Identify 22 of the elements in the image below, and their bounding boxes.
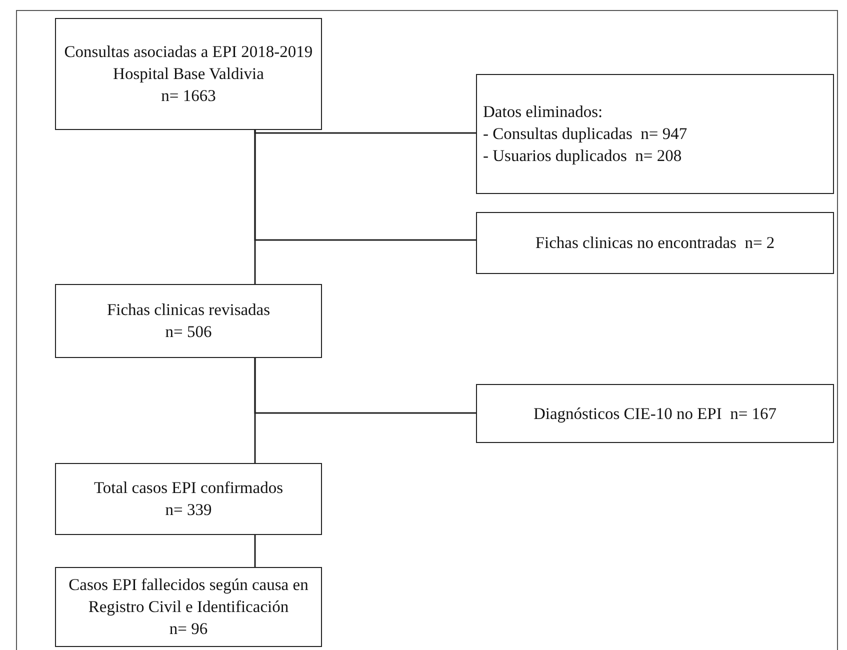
process-box: [55, 284, 322, 358]
box-text: Fichas clinicas revisadas: [106, 299, 270, 321]
box-text: n= 339: [165, 499, 212, 521]
process-box: [476, 384, 834, 443]
box-text: - Usuarios duplicados n= 208: [483, 145, 682, 167]
process-box: [55, 463, 322, 535]
box-text: Total casos EPI confirmados: [94, 477, 283, 499]
box-text: Fichas clinicas no encontradas n= 2: [535, 232, 775, 254]
process-box: [55, 567, 322, 647]
connector-line: [254, 130, 476, 134]
box-text: Diagnósticos CIE-10 no EPI n= 167: [533, 402, 777, 424]
process-box: [55, 18, 322, 130]
box-text: n= 506: [165, 321, 212, 343]
box-text: Datos eliminados:: [483, 101, 603, 123]
connector-line: [254, 358, 256, 463]
box-text: n= 1663: [161, 85, 216, 107]
box-text: n= 96: [169, 618, 208, 640]
connector-line: [254, 130, 476, 241]
note-box: [476, 74, 834, 194]
box-text: - Consultas duplicadas n= 947: [483, 123, 688, 145]
connector-line: [254, 535, 256, 567]
process-box: [476, 212, 834, 274]
